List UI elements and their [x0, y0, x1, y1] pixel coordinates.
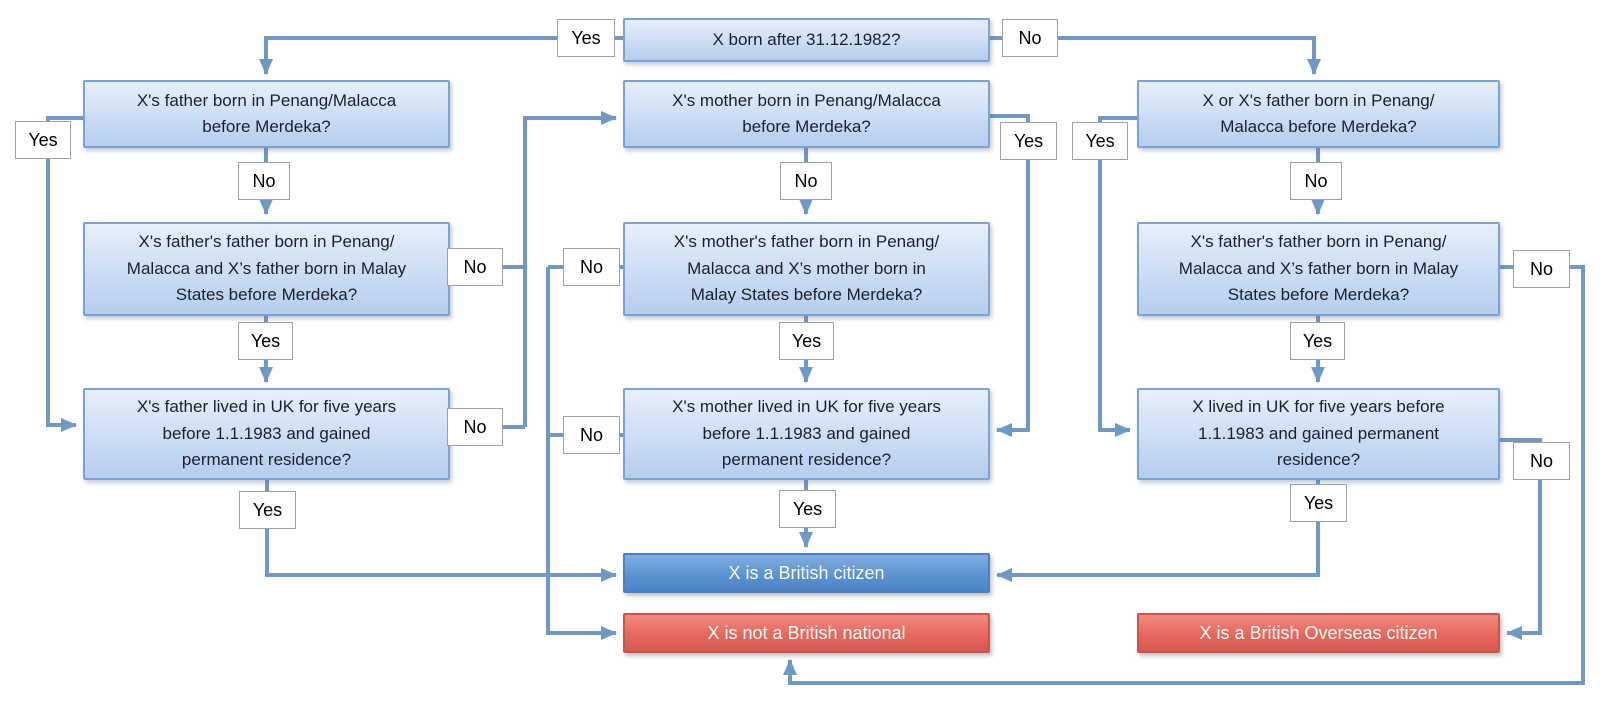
edge-root-yes [259, 36, 623, 75]
node-text: X's mother lived in UK for five years be… [672, 397, 941, 470]
label-father-gf-yes: Yes [238, 322, 293, 360]
label-mother-gf-yes: Yes [779, 322, 834, 360]
node-q-mother-born-penang: X's mother born in Penang/Malacca before… [623, 80, 990, 148]
edge-father-uk-yes [265, 480, 617, 582]
label-mother-uk-no: No [563, 416, 620, 454]
node-q-father-grandfather-born: X's father's father born in Penang/ Mala… [83, 222, 450, 316]
node-q-mother-uk-residence: X's mother lived in UK for five years be… [623, 388, 990, 480]
node-q-mother-grandfather-born: X's mother's father born in Penang/ Mala… [623, 222, 990, 316]
node-q-x-grandfather-born: X's father's father born in Penang/ Mala… [1137, 222, 1500, 316]
node-result-british-citizen: X is a British citizen [623, 553, 990, 593]
node-text: X or X's father born in Penang/ Malacca … [1202, 90, 1435, 136]
node-text: X's father born in Penang/Malacca before… [136, 90, 397, 136]
label-x-born-yes: Yes [1072, 122, 1128, 160]
label-father-gf-no: No [447, 248, 503, 286]
label-x-uk-no: No [1513, 442, 1570, 480]
label-root-no: No [1002, 19, 1058, 57]
node-text: X's father's father born in Penang/ Mala… [126, 232, 407, 305]
label-x-uk-yes: Yes [1290, 484, 1347, 522]
label-x-born-no: No [1290, 162, 1342, 200]
edge-x-uk-no [1500, 438, 1542, 640]
edge-x-uk-yes [996, 480, 1320, 582]
label-father-born-yes: Yes [15, 121, 71, 159]
edge-x-born-yes [1098, 116, 1137, 437]
node-text: X born after 31.12.1982? [712, 29, 901, 49]
label-x-gf-no: No [1513, 250, 1570, 288]
node-q-born-after-1982: X born after 31.12.1982? [623, 18, 990, 62]
label-mother-born-no: No [780, 162, 832, 200]
label-father-born-no: No [238, 162, 290, 200]
edge-mother-no-merge [546, 267, 617, 640]
node-q-father-uk-residence: X's father lived in UK for five years be… [83, 388, 450, 480]
node-text: X is not a British national [707, 622, 906, 643]
node-text: X lived in UK for five years before 1.1.… [1192, 397, 1445, 470]
edge-root-no [990, 36, 1321, 75]
edge-mother-born-yes [990, 114, 1030, 437]
node-text: X is a British Overseas citizen [1199, 622, 1438, 643]
node-q-father-born-penang: X's father born in Penang/Malacca before… [83, 80, 450, 148]
node-text: X's mother's father born in Penang/ Mala… [673, 232, 940, 305]
edge-father-born-yes [46, 116, 83, 432]
node-q-x-uk-residence: X lived in UK for five years before 1.1.… [1137, 388, 1500, 480]
label-mother-uk-yes: Yes [779, 490, 836, 528]
node-text: X's mother born in Penang/Malacca before… [672, 90, 941, 136]
node-result-british-overseas-citizen: X is a British Overseas citizen [1137, 613, 1500, 653]
node-q-x-born-penang: X or X's father born in Penang/ Malacca … [1137, 80, 1500, 148]
node-text: X's father lived in UK for five years be… [136, 397, 397, 470]
edge-father-no-merge [523, 111, 617, 427]
label-mother-born-yes: Yes [1000, 122, 1057, 160]
node-text: X's father's father born in Penang/ Mala… [1178, 232, 1459, 305]
node-text: X is a British citizen [728, 562, 885, 583]
label-root-yes: Yes [557, 19, 615, 57]
label-father-uk-yes: Yes [239, 491, 296, 529]
label-x-gf-yes: Yes [1290, 322, 1345, 360]
node-result-not-british-national: X is not a British national [623, 613, 990, 653]
label-father-uk-no: No [447, 408, 503, 446]
label-mother-gf-no: No [563, 248, 620, 286]
